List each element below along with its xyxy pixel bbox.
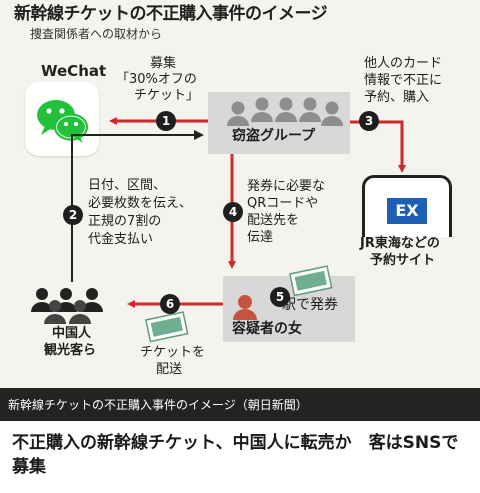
step4-label-line1: 発券に必要な — [247, 179, 326, 194]
step-badge-5: 5 — [270, 287, 290, 307]
tourists-label-line1: 中国人 — [52, 326, 92, 341]
ticket-icon-delivery — [145, 311, 189, 343]
step-badge-1: 1 — [156, 111, 176, 131]
step-badge-2: 2 — [63, 205, 83, 225]
tourists-people-icon — [31, 288, 103, 324]
step3-label-line1: 他人のカード — [364, 56, 443, 71]
diagram-arrows — [31, 97, 406, 343]
ticket-icon-station — [289, 265, 333, 297]
tourists-label-line2: 観光客ら — [44, 343, 97, 358]
article-headline[interactable]: 不正購入の新幹線チケット、中国人に転売か 客はSNSで募集 — [12, 433, 459, 477]
phone-icon — [362, 175, 452, 237]
diagram-figure: 新幹線チケットの不正購入事件のイメージ 捜査関係者への取材から WeChat — [0, 0, 480, 388]
diagram-subtitle: 捜査関係者への取材から — [30, 27, 163, 41]
step3-label-line2: 情報で不正に — [364, 73, 443, 88]
step4-label-line3: 配送先を — [247, 213, 300, 228]
station-label: 駅で発券 — [282, 297, 338, 313]
arrow-step3 — [350, 120, 406, 173]
step6-label-line2: 配送 — [156, 362, 183, 377]
step-badge-3: 3 — [359, 111, 379, 131]
step6-label-line1: チケットを — [140, 345, 206, 360]
step2-label-line4: 代金支払い — [88, 232, 154, 247]
step2-label-line3: 正規の7割の — [88, 214, 162, 229]
step1-label-line1: 募集 — [150, 56, 177, 71]
step4-label-line4: 伝達 — [247, 230, 274, 245]
step1-label-line3: チケット」 — [134, 88, 200, 103]
arrow-step2 — [71, 130, 204, 282]
figure-caption: 新幹線チケットの不正購入事件のイメージ（朝日新聞） — [8, 398, 308, 412]
step-badge-6: 6 — [160, 294, 180, 314]
step2-label-line1: 日付、区間、 — [88, 178, 167, 193]
jr-site-label-line1: JR東海などの — [360, 236, 440, 251]
step4-label-line2: QRコードや — [247, 196, 319, 211]
jr-site-label-line2: 予約サイト — [370, 253, 436, 268]
theft-group-label: 窃盗グループ — [232, 128, 316, 144]
suspect-woman-label: 容疑者の女 — [232, 321, 302, 337]
diagram-title: 新幹線チケットの不正購入事件のイメージ — [14, 4, 328, 24]
step2-label-line2: 必要枚数を伝え、 — [88, 196, 193, 211]
theft-group-people-icon — [227, 97, 343, 126]
step3-label-line3: 予約、購入 — [364, 90, 430, 105]
step-badge-4: 4 — [223, 202, 243, 222]
suspect-woman-icon — [233, 295, 257, 320]
caption-bar: 新幹線チケットの不正購入事件のイメージ（朝日新聞） — [0, 388, 480, 421]
ex-badge: EX — [387, 198, 427, 224]
wechat-label: WeChat — [41, 62, 107, 80]
step1-label-line2: 「30%オフの — [116, 72, 197, 87]
